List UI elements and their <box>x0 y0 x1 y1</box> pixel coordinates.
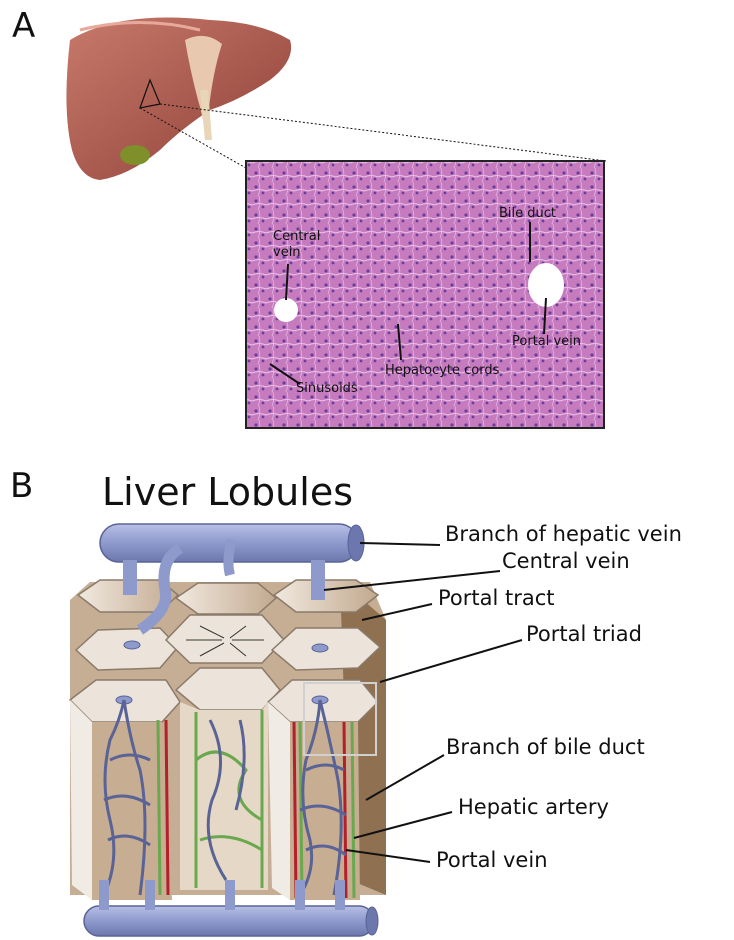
label-hepatic-artery: Hepatic artery <box>458 795 609 819</box>
label-portal-vein-b: Portal vein <box>436 848 548 872</box>
label-central-vein: Central vein <box>273 229 320 261</box>
zoom-line-right <box>160 104 606 161</box>
label-portal-vein-a: Portal vein <box>512 334 581 350</box>
label-branch-hepatic-vein: Branch of hepatic vein <box>445 522 682 546</box>
label-hepatocyte-cords: Hepatocyte cords <box>385 363 499 379</box>
label-bile-duct: Bile duct <box>499 206 556 222</box>
label-sinusoids: Sinusoids <box>296 381 358 397</box>
label-portal-tract: Portal tract <box>438 586 555 610</box>
liver-illustration <box>66 18 291 181</box>
lobule-diagram <box>70 524 386 936</box>
label-central-vein-b: Central vein <box>502 549 630 573</box>
diagram-title: Liver Lobules <box>102 470 353 514</box>
label-portal-triad: Portal triad <box>526 622 642 646</box>
label-branch-bile-duct: Branch of bile duct <box>446 735 645 759</box>
panel-b-letter: B <box>10 466 33 506</box>
